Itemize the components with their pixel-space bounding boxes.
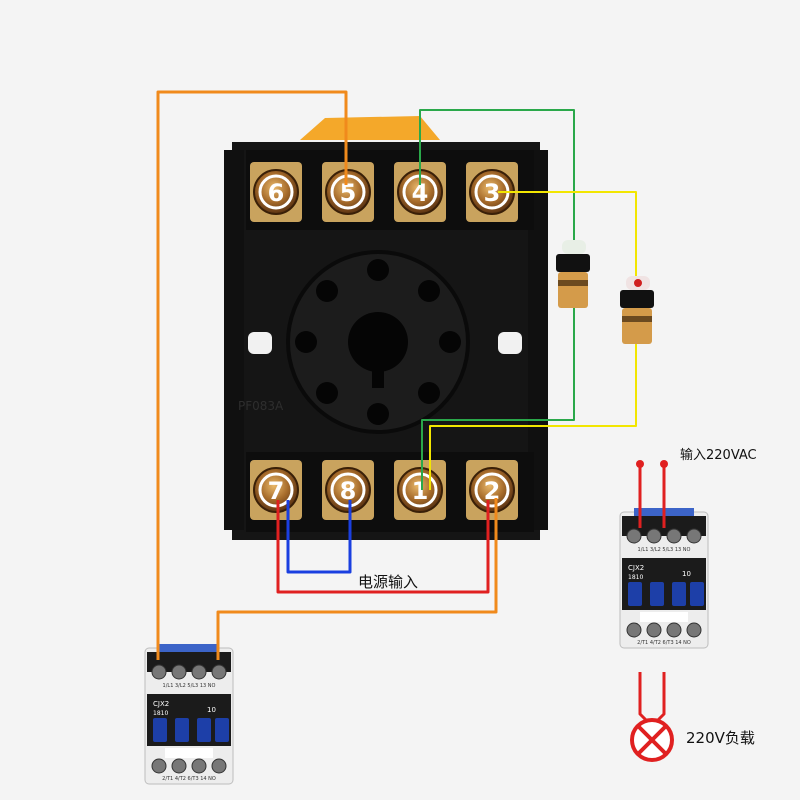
socket-model: PF083A — [238, 399, 284, 413]
green-push-button — [556, 240, 590, 308]
wire-yellow-t3 — [498, 191, 637, 276]
socket-clip — [300, 116, 440, 140]
terminal-8: 8 — [322, 460, 374, 520]
power-input-label: 电源输入 — [358, 573, 419, 591]
wire-orange-t2 — [216, 498, 498, 660]
wire-green-t1 — [421, 308, 575, 490]
red-push-button — [620, 276, 654, 344]
terminal-number: 5 — [340, 179, 357, 207]
load-lamp-icon — [630, 718, 674, 762]
svg-text:1810: 1810 — [153, 710, 168, 717]
terminal-number: 8 — [340, 477, 357, 505]
svg-text:10: 10 — [207, 706, 216, 714]
terminal-number: 7 — [268, 477, 285, 505]
terminal-7: 7 — [250, 460, 302, 520]
wire-yellow-t1 — [429, 344, 637, 490]
svg-text:2/T1 4/T2 6/T3 14 NO: 2/T1 4/T2 6/T3 14 NO — [162, 776, 216, 782]
load-220v-label: 220V负载 — [686, 729, 755, 747]
terminal-number: 6 — [268, 179, 285, 207]
wire-orange-t5 — [156, 90, 348, 660]
terminal-6: 6 — [250, 162, 302, 222]
terminal-5: 5 — [322, 162, 374, 222]
wire-blue-power — [286, 500, 352, 574]
terminal-2: 2 — [466, 460, 518, 520]
contactor-right: 1/L1 3/L2 5/L3 13 NO CJX2 1810 10 2/T1 4/T2 … — [619, 508, 709, 649]
terminal-4: 4 — [394, 162, 446, 222]
input-220vac-label: 输入220VAC — [680, 448, 757, 463]
contactor-model: CJX2 — [153, 700, 169, 708]
svg-text:1/L1 3/L2 5/L3 13 NO: 1/L1 3/L2 5/L3 13 NO — [638, 547, 691, 553]
terminal-number: 1 — [412, 477, 429, 505]
contactor-model: CJX2 — [628, 564, 644, 572]
wire-red-power — [276, 500, 490, 594]
terminal-1: 1 — [394, 460, 446, 520]
svg-text:2/T1 4/T2 6/T3 14 NO: 2/T1 4/T2 6/T3 14 NO — [637, 640, 691, 646]
mount-hole-left — [248, 332, 272, 354]
svg-text:1/L1 3/L2 5/L3 13 NO: 1/L1 3/L2 5/L3 13 NO — [163, 683, 216, 689]
svg-text:10: 10 — [682, 570, 691, 578]
contactor-left: 1/L1 3/L2 5/L3 13 NO CJX2 1810 10 2/T1 4/T2 … — [144, 644, 234, 785]
wire-green-t4 — [419, 109, 575, 240]
terminal-number: 2 — [484, 477, 501, 505]
mount-hole-right — [498, 332, 522, 354]
terminal-number: 4 — [412, 179, 429, 207]
svg-text:1810: 1810 — [628, 574, 643, 581]
terminal-number: 3 — [484, 179, 501, 207]
